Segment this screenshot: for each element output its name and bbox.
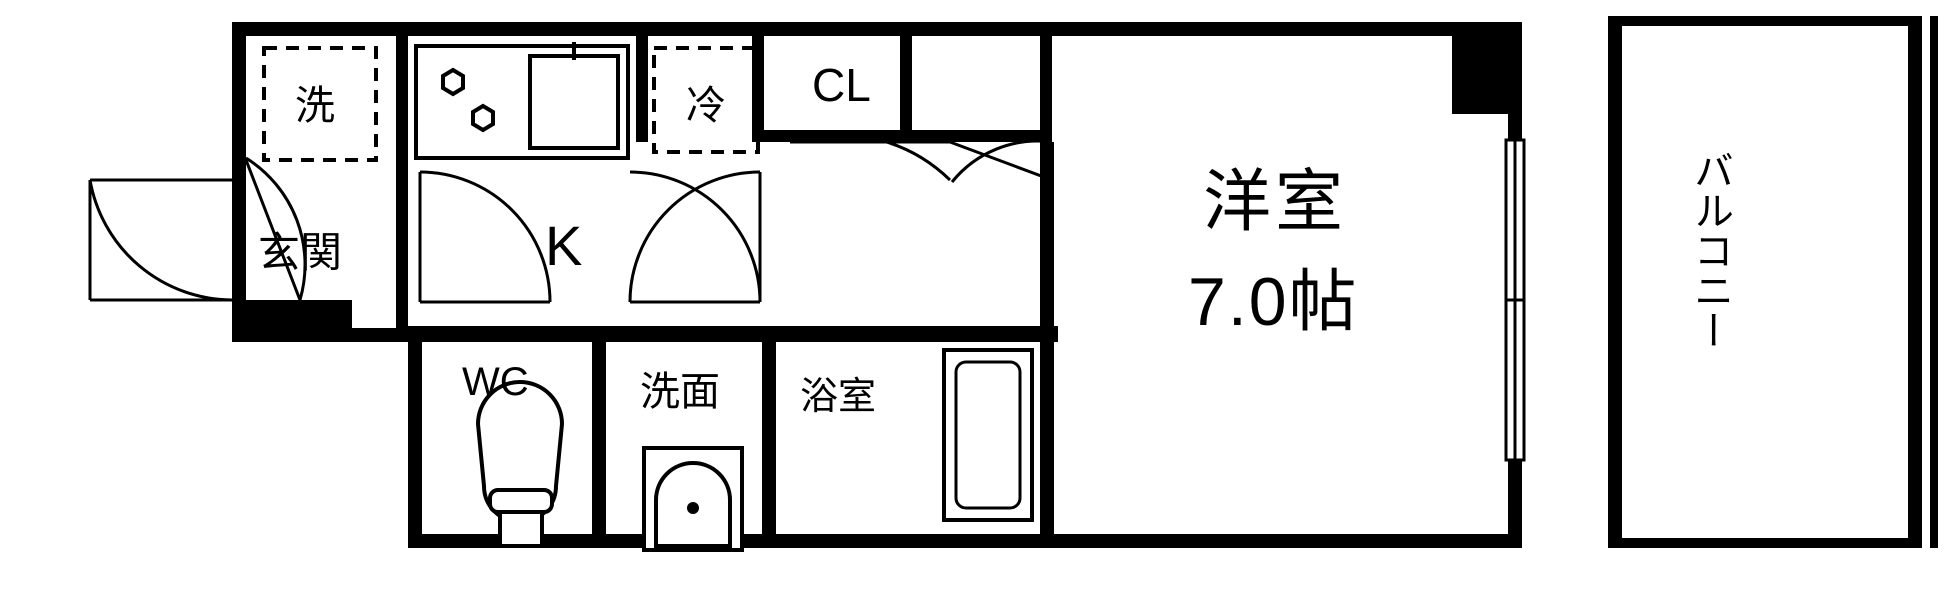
room-label-balcony: バルコニー bbox=[1688, 150, 1732, 350]
washer-space bbox=[262, 46, 378, 162]
kitchen-counter bbox=[414, 42, 630, 160]
room-label-wc: WC bbox=[462, 360, 529, 404]
room-label-bath: 浴室 bbox=[800, 376, 877, 418]
room-label-entrance: 玄関 bbox=[258, 229, 343, 276]
room-label-fridge: 冷 bbox=[686, 84, 726, 128]
bath-tub bbox=[942, 348, 1034, 522]
fridge-space bbox=[652, 46, 760, 154]
door-swing-closet bbox=[789, 133, 1053, 183]
main-room-area: 7.0帖 bbox=[1188, 264, 1359, 340]
door-swing-kitchen-right bbox=[628, 170, 762, 304]
door-swing-entrance-outer bbox=[88, 178, 233, 302]
door-swing-kitchen-mid bbox=[629, 170, 762, 303]
room-label-washstand: 洗面 bbox=[640, 370, 720, 414]
walls-interior bbox=[232, 22, 1522, 548]
room-label-kitchen: K bbox=[545, 214, 583, 277]
door-swing-kitchen-left bbox=[418, 170, 552, 304]
room-label-closet: CL bbox=[812, 59, 871, 111]
balcony-structure bbox=[1608, 16, 1938, 548]
wc-toilet bbox=[475, 380, 565, 548]
window-door-sliding bbox=[1504, 138, 1526, 462]
washstand-basin bbox=[642, 446, 744, 552]
main-room-name: 洋室 bbox=[1203, 164, 1348, 240]
room-label-washer: 洗 bbox=[295, 84, 335, 128]
door-swing-entrance-inner bbox=[244, 156, 307, 301]
